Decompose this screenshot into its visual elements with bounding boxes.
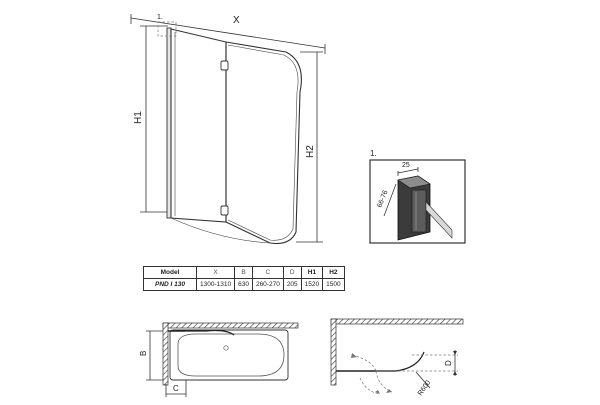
drain-icon [223,345,229,351]
spec-cell-x: 1300-1310 [195,278,236,291]
spec-header-d: D [282,266,302,279]
hinge-top-icon [220,60,229,71]
plan-right-swing-arc-1 [351,354,377,372]
plan-view-left: B C [139,322,299,397]
width-dimension-line [130,17,326,49]
bathtub-outline [169,329,289,381]
swing-arrow-icon-1 [351,353,357,358]
plan-right-radius-label: R600 [417,379,432,397]
plan-left-dim-c-label: C [173,384,179,393]
spec-header-model: Model [143,266,197,279]
plan-right-swing-arc-3 [359,377,381,395]
spec-table: Model X B C D H1 H2 PND I 130 1300-1310 … [143,266,345,291]
plan-right-swing-arc-2 [375,370,393,393]
swing-panel-inner-edge [227,44,299,241]
height-right-dimension-label: H2 [305,145,316,158]
plan-right-radius-leader [415,371,431,389]
spec-cell-b: 630 [234,278,253,291]
spec-header-h2: H2 [322,266,345,279]
swing-glass-panel [225,41,302,245]
detail-marker-box [157,21,177,37]
spec-table-row: PND I 130 1300-1310 630 260-270 205 1520… [143,278,345,291]
main-elevation-view: X H1 H2 1. [130,14,326,245]
plan-left-swing-screen [185,329,235,336]
spec-cell-h1: 1520 [300,278,324,291]
detail-marker-label: 1. [157,14,163,21]
spec-cell-c: 260-270 [251,278,284,291]
height-left-dimension-label: H1 [133,111,144,124]
spec-header-x: X [195,266,236,279]
spec-header-c: C [251,266,284,279]
plan-left-side-wall [162,322,169,386]
plan-right-dim-d-label: D [444,360,453,366]
plan-left-top-wall [162,322,299,329]
detail-dim-top-label: 25 [402,162,410,169]
width-dimension-label: X [233,15,240,26]
plan-view-right: D R600 [330,318,464,397]
spec-header-b: B [234,266,253,279]
profile-channel [411,189,427,233]
detail-dim-side-line [383,183,397,217]
plan-right-side-wall [330,318,337,386]
bottom-seal-curve [170,217,271,244]
detail-glass-edge [425,201,453,239]
detail-dim-top-line [397,168,419,174]
detail-view: 1. 25 66-76 [369,149,466,244]
plan-left-dim-b-label: B [139,351,148,356]
profile-top-face [397,175,431,189]
swing-arrow-icon-3 [375,390,380,394]
plan-right-dim-d-arrow-top [453,351,457,355]
spec-cell-d: 205 [282,278,302,291]
spec-header-h1: H1 [300,266,324,279]
plan-right-dim-d-arrow-bottom [453,371,457,375]
hinge-bottom-icon [220,205,229,216]
plan-right-top-wall [330,318,464,325]
spec-table-header-row: Model X B C D H1 H2 [143,266,345,279]
wall-profile [166,27,172,219]
detail-view-title: 1. [370,149,377,158]
spec-cell-model: PND I 130 [143,278,197,291]
fixed-glass-panel [170,28,227,223]
swing-arrow-icon-2 [386,389,392,393]
bathtub-basin [177,333,285,377]
spec-cell-h2: 1500 [322,278,345,291]
